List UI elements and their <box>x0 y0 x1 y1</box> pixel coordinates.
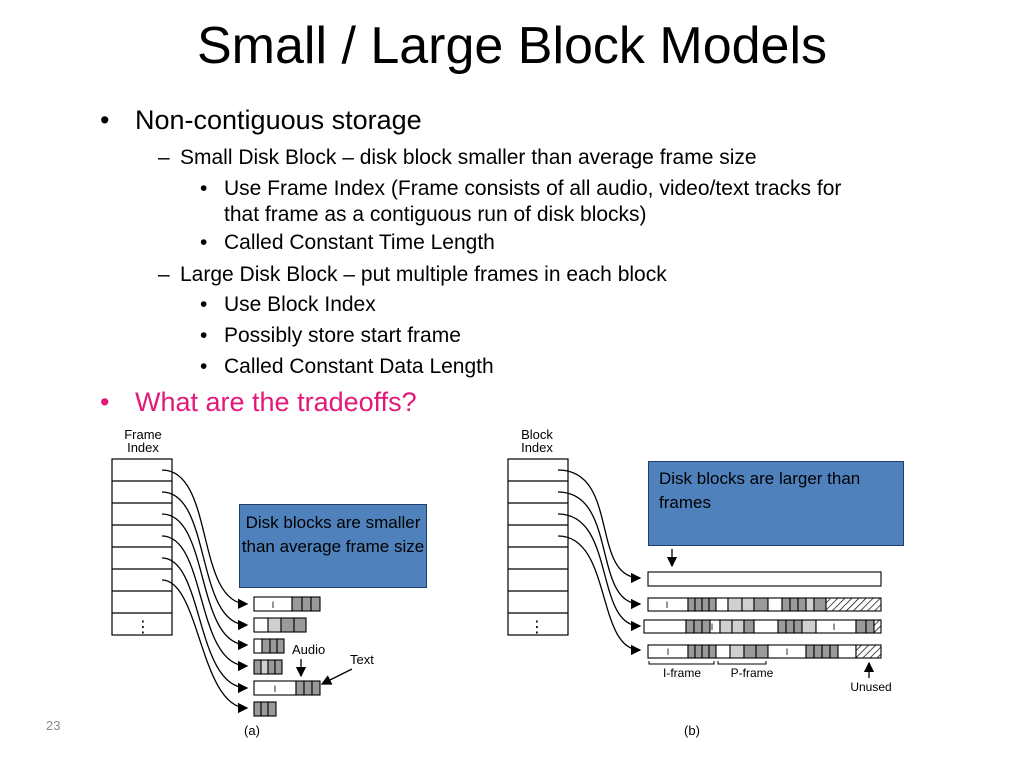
frame-index-table <box>111 458 173 636</box>
frame-index-ellipsis: ⋮ <box>135 619 151 636</box>
bullet-text: Called Constant Time Length <box>224 231 495 254</box>
bullet-text: Called Constant Data Length <box>224 355 494 378</box>
callout-small-blocks: Disk blocks are smaller than average fra… <box>239 504 427 588</box>
small-disk-blocks <box>253 596 321 717</box>
bullet-text: What are the tradeoffs? <box>135 387 417 417</box>
large-disk-blocks <box>643 571 882 659</box>
slide-title: Small / Large Block Models <box>196 17 828 75</box>
bullet-marker: • <box>100 387 110 417</box>
frame-index-label-line1: Frame <box>124 427 162 442</box>
bullet-marker: • <box>200 355 208 378</box>
frame-marker-a1: I <box>272 600 275 610</box>
bullet-marker: • <box>100 105 110 135</box>
bullet-text: Small Disk Block – disk block smaller th… <box>180 146 757 169</box>
pframe-label: P-frame <box>731 666 774 680</box>
callout-large-blocks: Disk blocks are larger than frames <box>648 461 904 546</box>
frame-marker-b5: I <box>833 622 836 632</box>
block-index-table <box>507 458 569 636</box>
frame-marker-b4: I <box>786 647 789 657</box>
bullet-marker: • <box>200 293 208 316</box>
bullet-marker: – <box>158 146 170 169</box>
block-index-ellipsis: ⋮ <box>529 619 545 636</box>
diagram-a: Frame Index ⋮ <box>111 427 374 738</box>
bullet-marker: • <box>200 231 208 254</box>
block-index-label-line1: Block <box>521 427 553 442</box>
frame-marker-a2: I <box>274 684 277 694</box>
unused-label: Unused <box>850 680 891 694</box>
bullet-text: Use Block Index <box>224 293 376 316</box>
text-arrow <box>320 668 353 685</box>
frame-marker-b2: I <box>711 622 714 632</box>
storage-diagram: Frame Index ⋮ <box>111 427 892 738</box>
bullet-text: Large Disk Block – put multiple frames i… <box>180 263 667 286</box>
block-index-arrows <box>557 469 642 656</box>
audio-label: Audio <box>292 642 325 657</box>
bullet-marker: • <box>200 177 208 200</box>
bullet-text: Possibly store start frame <box>224 324 461 347</box>
bullet-text: Use Frame Index (Frame consists of all a… <box>224 177 842 200</box>
slide-number: 23 <box>46 718 61 733</box>
frame-index-label-line2: Index <box>127 440 159 455</box>
bullet-text-continued: that frame as a contiguous run of disk b… <box>224 203 647 226</box>
frame-brackets <box>648 661 767 665</box>
frame-marker-b1: I <box>666 600 669 610</box>
bullet-text: Non-contiguous storage <box>135 105 422 135</box>
frame-marker-b3: I <box>667 647 670 657</box>
bullet-marker: – <box>158 263 170 286</box>
block-index-label-line2: Index <box>521 440 553 455</box>
caption-a: (a) <box>244 723 260 738</box>
diagram-b: Block Index ⋮ <box>507 427 892 738</box>
frame-index-arrows <box>161 469 249 714</box>
caption-b: (b) <box>684 723 700 738</box>
text-label: Text <box>350 652 374 667</box>
iframe-label: I-frame <box>663 666 701 680</box>
bullet-marker: • <box>200 324 208 347</box>
